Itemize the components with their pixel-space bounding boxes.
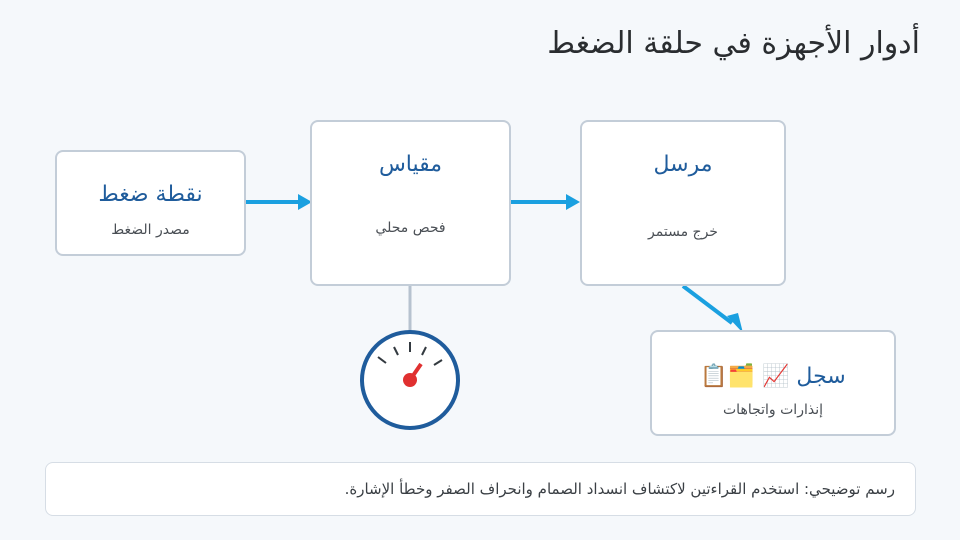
node-log: سجل 📈 🗂️📋 إنذارات واتجاهات [650, 330, 896, 436]
node-pressure-point: نقطة ضغط مصدر الضغط [55, 150, 246, 256]
caption-note-text: رسم توضيحي: استخدم القراءتين لاكتشاف انس… [344, 480, 895, 498]
node-transmitter: مرسل خرج مستمر [580, 120, 786, 286]
node-log-title: سجل 📈 🗂️📋 [700, 364, 846, 389]
node-pressure-point-subtitle: مصدر الضغط [111, 222, 190, 238]
node-gauge-title: مقياس [378, 152, 443, 177]
node-gauge-subtitle: فحص محلي [375, 220, 446, 236]
arrow-transmitter-to-log-head [727, 313, 743, 333]
diagram-title: أدوار الأجهزة في حلقة الضغط [547, 26, 920, 61]
node-pressure-point-title: نقطة ضغط [98, 182, 203, 207]
arrow-source-to-gauge-head [298, 194, 312, 210]
arrow-transmitter-to-log [681, 284, 734, 325]
gauge-dial-icon [360, 330, 460, 430]
node-transmitter-subtitle: خرج مستمر [648, 224, 718, 240]
node-transmitter-title: مرسل [653, 152, 713, 177]
arrow-gauge-to-transmitter-head [566, 194, 580, 210]
node-gauge: مقياس فحص محلي [310, 120, 511, 286]
node-log-subtitle: إنذارات واتجاهات [723, 402, 823, 418]
caption-note: رسم توضيحي: استخدم القراءتين لاكتشاف انس… [45, 462, 916, 516]
